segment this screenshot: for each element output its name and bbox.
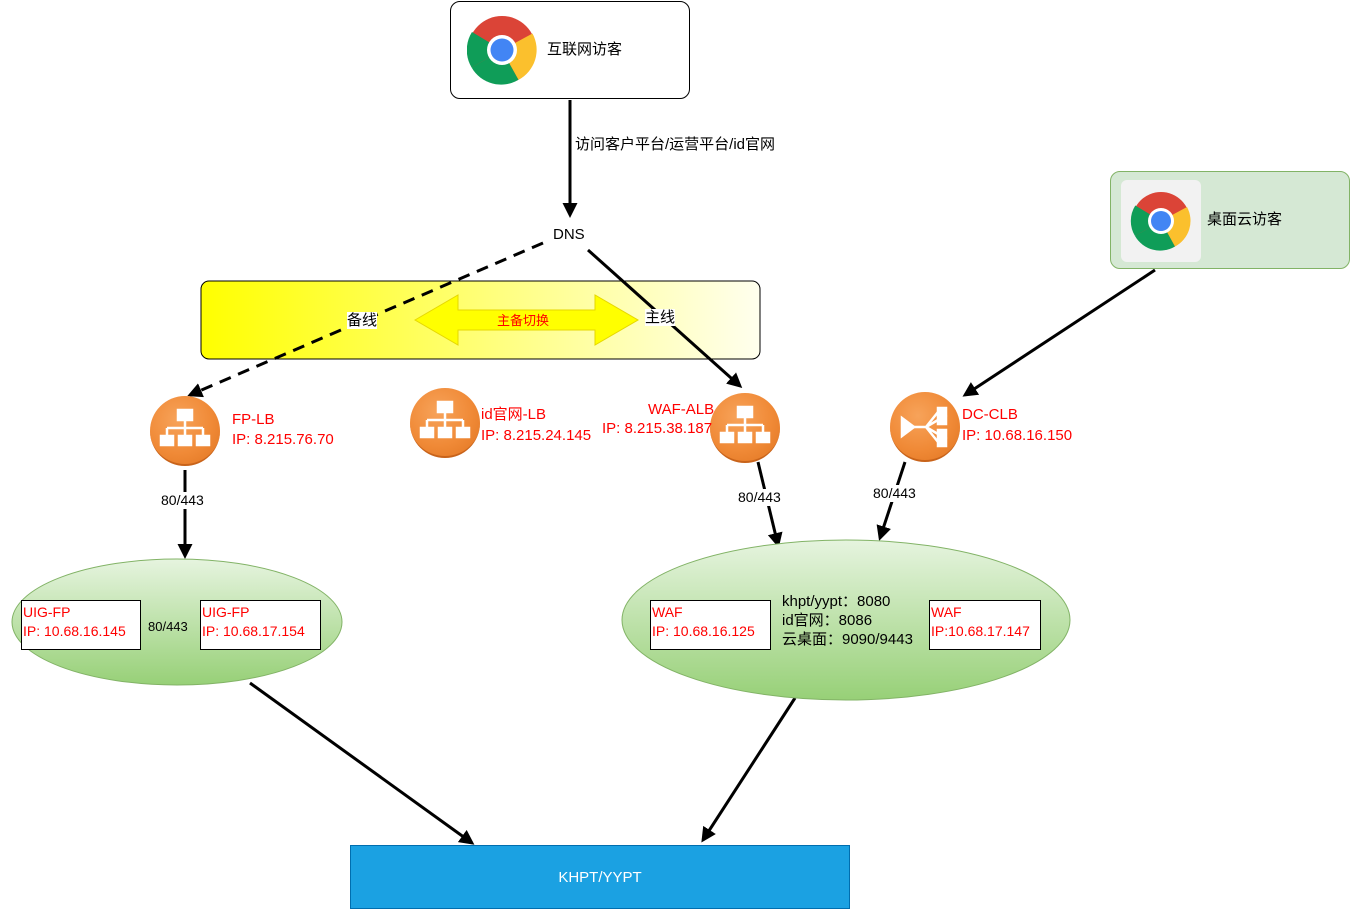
target-label: KHPT/YYPT bbox=[558, 868, 642, 886]
uig-cluster bbox=[11, 558, 343, 686]
chrome-icon bbox=[1121, 180, 1201, 262]
waf-box-2: WAF IP:10.68.17.147 bbox=[929, 600, 1041, 650]
waf-2-name: WAF bbox=[931, 604, 962, 620]
id-lb-icon bbox=[410, 388, 480, 458]
uig-fp-1-name: UIG-FP bbox=[23, 604, 71, 620]
edge-dns-fplb bbox=[187, 241, 544, 398]
target-box: KHPT/YYPT bbox=[350, 845, 850, 909]
fp-lb-name: FP-LB bbox=[232, 411, 275, 428]
port-label-waf: 80/443 bbox=[738, 489, 781, 506]
id-lb-name: id官网-LB bbox=[481, 406, 547, 423]
dc-clb-icon bbox=[890, 392, 960, 462]
uig-fp-2-name: UIG-FP bbox=[202, 604, 250, 620]
dc-clb-ip: IP: 10.68.16.150 bbox=[962, 427, 1073, 444]
switch-double-arrow bbox=[414, 294, 639, 346]
switch-label: 主备切换 bbox=[497, 313, 550, 328]
uig-fp-box-2: UIG-FP IP: 10.68.17.154 bbox=[200, 600, 321, 650]
waf-alb-icon bbox=[710, 393, 780, 463]
dc-clb-name: DC-CLB bbox=[962, 406, 1018, 423]
fp-lb-ip: IP: 8.215.76.70 bbox=[232, 431, 334, 448]
waf-1-ip: IP: 10.68.16.125 bbox=[652, 623, 755, 639]
uig-fp-box-1: UIG-FP IP: 10.68.16.145 bbox=[21, 600, 141, 650]
internet-visitor-card: 互联网访客 bbox=[450, 1, 690, 99]
uig-fp-2-ip: IP: 10.68.17.154 bbox=[202, 623, 305, 639]
dns-label: DNS bbox=[553, 226, 585, 243]
desktop-visitor-label: 桌面云访客 bbox=[1207, 211, 1283, 228]
id-lb-ip: IP: 8.215.24.145 bbox=[481, 427, 592, 444]
port-label-dc: 80/443 bbox=[873, 485, 916, 502]
waf-alb-name: WAF-ALB bbox=[648, 401, 715, 418]
waf-port-desktop: 云桌面：9090/9443 bbox=[782, 631, 913, 648]
backup-line-label: 备线 bbox=[347, 312, 378, 329]
waf-port-id: id官网：8086 bbox=[782, 612, 873, 629]
waf-cluster bbox=[621, 539, 1071, 701]
edge-waf-target bbox=[701, 697, 797, 843]
fp-lb-icon bbox=[150, 396, 220, 466]
desktop-visitor-card: 桌面云访客 bbox=[1110, 171, 1350, 269]
edge-desktop-dcclb bbox=[962, 268, 1156, 397]
waf-1-name: WAF bbox=[652, 604, 683, 620]
waf-alb-ip: IP: 8.215.38.187 bbox=[602, 420, 713, 437]
chrome-icon bbox=[466, 15, 537, 85]
uig-fp-1-ip: IP: 10.68.16.145 bbox=[23, 623, 126, 639]
port-label-uig: 80/443 bbox=[148, 619, 188, 634]
edge-uig-target bbox=[249, 681, 475, 845]
waf-port-khpt: khpt/yypt：8080 bbox=[782, 593, 891, 610]
main-line-label: 主线 bbox=[645, 309, 676, 326]
waf-2-ip: IP:10.68.17.147 bbox=[931, 623, 1030, 639]
waf-box-1: WAF IP: 10.68.16.125 bbox=[650, 600, 771, 650]
internet-visitor-label: 互联网访客 bbox=[547, 41, 623, 58]
waf-port-list: khpt/yypt：8080 id官网：8086 云桌面：9090/9443 bbox=[782, 592, 913, 649]
route-label: 访问客户平台/运营平台/id官网 bbox=[575, 136, 776, 153]
port-label-fp: 80/443 bbox=[161, 492, 204, 509]
